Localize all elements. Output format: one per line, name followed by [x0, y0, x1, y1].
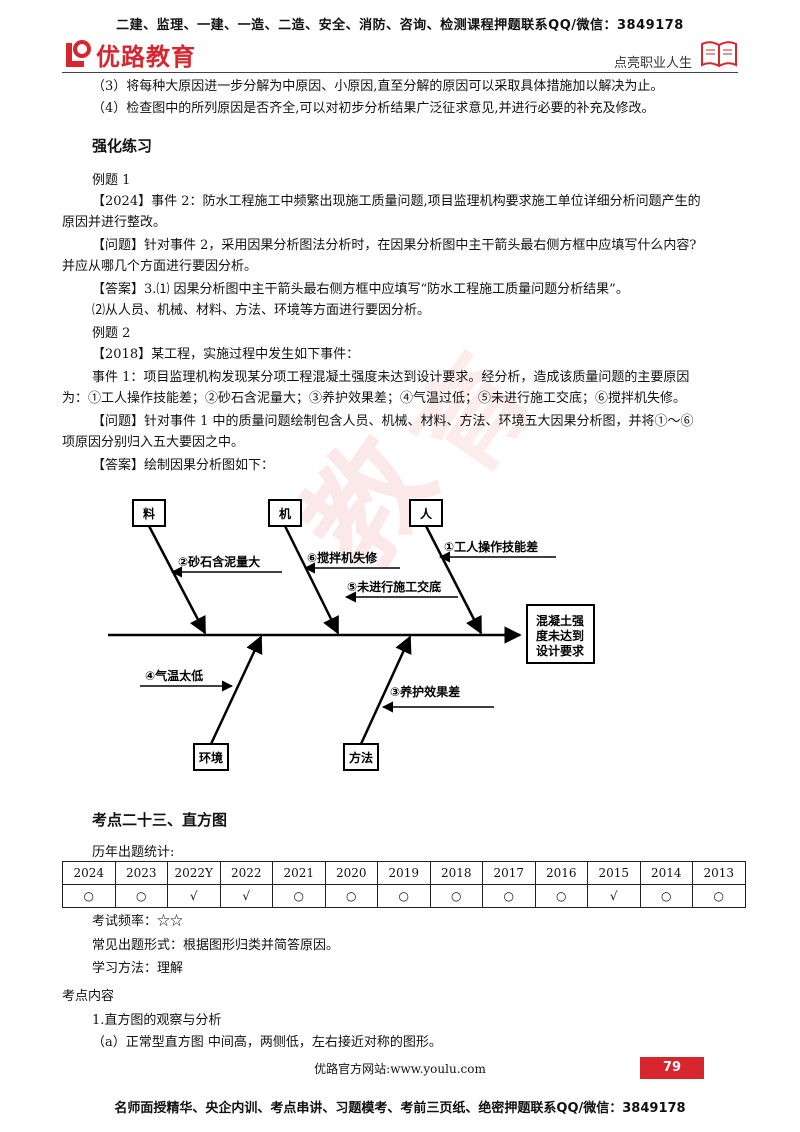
example2-answer-line: 【答案】绘制因果分析图如下： — [92, 458, 275, 473]
history-mark-cell: √ — [587, 884, 641, 908]
cause-6: ⑥搅拌机失修 — [307, 550, 378, 565]
history-year-cell: 2022Y — [167, 861, 221, 885]
book-icon — [700, 40, 738, 68]
history-mark-cell: ○ — [114, 884, 168, 908]
logo-icon — [62, 39, 92, 69]
history-year-cell: 2018 — [429, 861, 483, 885]
header-divider — [62, 72, 738, 73]
logo-text: 优路教育 — [96, 42, 196, 71]
effect-line-3: 设计要求 — [536, 643, 585, 658]
history-year-cell: 2022 — [219, 861, 273, 885]
history-mark-cell: ○ — [377, 884, 431, 908]
cause-1: ①工人操作技能差 — [444, 539, 538, 554]
label-environment: 环境 — [199, 750, 223, 765]
history-year-cell: 2016 — [534, 861, 588, 885]
example1-question-line2: 并应从哪几个方面进行要因分析。 — [62, 259, 258, 274]
history-mark-cell: √ — [219, 884, 273, 908]
bone-machine — [283, 525, 340, 635]
example1-label: 例题 1 — [92, 173, 131, 188]
example1-event-line1: 【2024】事件 2：防水工程施工中频繁出现施工质量问题,项目监理机构要求施工单… — [92, 194, 701, 209]
slogan: 点亮职业人生 — [613, 56, 692, 71]
history-mark-cell: ○ — [429, 884, 483, 908]
intro-line-3: （3）将每种大原因进一步分解为中原因、小原因,直至分解的原因可以采取具体措施加以… — [92, 79, 664, 94]
cause-5: ⑤未进行施工交底 — [347, 579, 441, 594]
example2-label: 例题 2 — [92, 326, 131, 341]
history-year-cell: 2019 — [377, 861, 431, 885]
footer-website: 优路官方网站:www.youlu.com — [314, 1062, 486, 1076]
example1-event-line2: 原因并进行整改。 — [62, 215, 167, 230]
history-mark-cell: ○ — [534, 884, 588, 908]
label-material: 料 — [143, 506, 155, 521]
effect-box — [526, 604, 595, 664]
bone-material — [147, 525, 207, 635]
history-mark-cell: ○ — [272, 884, 326, 908]
history-year-cell: 2017 — [482, 861, 536, 885]
label-person: 人 — [420, 506, 433, 521]
bone-environment — [209, 635, 263, 745]
history-mark-cell: ○ — [62, 884, 116, 908]
history-mark-cell: ○ — [482, 884, 536, 908]
box-machine — [268, 499, 302, 527]
example1-answer-line1: 【答案】3.⑴ 因果分析图中主干箭头最右侧方框中应填写“防水工程施工质量问题分析… — [92, 282, 629, 297]
example2-question-line2: 项原因分别归入五大要因之中。 — [62, 435, 245, 450]
section-title-histogram: 考点二十三、直方图 — [92, 811, 228, 829]
history-year-cell: 2013 — [692, 861, 746, 885]
history-mark-cell: ○ — [639, 884, 693, 908]
label-machine: 机 — [279, 506, 291, 521]
history-year-cell: 2015 — [587, 861, 641, 885]
example2-event-line1: 事件 1：项目监理机构发现某分项工程混凝土强度未达到设计要求。经分析，造成该质量… — [92, 370, 690, 385]
section-title-practice: 强化练习 — [92, 137, 153, 155]
example2-event-head: 【2018】某工程，实施过程中发生如下事件： — [92, 347, 360, 362]
example2-event-line2: 为：①工人操作技能差；②砂石含泥量大；③养护效果差；④气温过低；⑤未进行施工交底… — [62, 391, 687, 406]
page-number: 79 — [640, 1057, 704, 1079]
box-environment — [193, 743, 229, 771]
bottom-banner: 名师面授精华、央企内训、考点串讲、习题模考、考前三页纸、绝密押题联系QQ/微信：… — [114, 1101, 686, 1116]
effect-line-2: 度未达到 — [536, 628, 584, 643]
cause-2: ②砂石含泥量大 — [178, 554, 260, 569]
history-mark-cell: ○ — [692, 884, 746, 908]
logo: 优路教育 — [62, 38, 196, 71]
cause-effect-diagram: 混凝土强 度未达到 设计要求 料 机 人 ②砂石含泥量大 ⑥搅拌机失修 ⑤未进行… — [108, 499, 595, 771]
content-label: 考点内容 — [62, 989, 115, 1004]
example2-question-line1: 【问题】针对事件 1 中的质量问题绘制包含人员、机械、材料、方法、环境五大因果分… — [92, 414, 694, 429]
top-banner: 二建、监理、一建、一造、二造、安全、消防、咨询、检测课程押题联系QQ/微信：38… — [116, 18, 684, 33]
cause-4: ④气温太低 — [145, 668, 203, 683]
history-year-cell: 2021 — [272, 861, 326, 885]
history-year-cell: 2020 — [324, 861, 378, 885]
question-form: 常见出题形式：根据图形归类并简答原因。 — [92, 938, 340, 953]
effect-line-1: 混凝土强 — [536, 613, 584, 628]
cause-3: ③养护效果差 — [390, 684, 460, 699]
history-label: 历年出题统计: — [92, 845, 175, 860]
example1-question-line1: 【问题】针对事件 2，采用因果分析图法分析时，在因果分析图中主干箭头最右侧方框中… — [92, 238, 697, 253]
intro-line-4: （4）检查图中的所列原因是否齐全,可以对初步分析结果广泛征求意见,并进行必要的补… — [92, 101, 655, 116]
history-year-cell: 2023 — [114, 861, 168, 885]
exam-frequency: 考试频率：☆☆ — [92, 914, 184, 929]
study-method: 学习方法：理解 — [92, 961, 184, 976]
history-year-cell: 2014 — [639, 861, 693, 885]
label-method: 方法 — [349, 750, 373, 765]
box-material — [132, 499, 166, 527]
content-item-1: 1.直方图的观察与分析 — [92, 1013, 222, 1028]
history-mark-cell: ○ — [324, 884, 378, 908]
content-item-1a: （a）正常型直方图 中间高，两侧低，左右接近对称的图形。 — [92, 1035, 442, 1050]
history-mark-cell: √ — [167, 884, 221, 908]
history-year-cell: 2024 — [62, 861, 116, 885]
history-marks-row: ○○√√○○○○○○√○○ — [62, 884, 746, 908]
bone-method — [359, 635, 412, 745]
bone-person — [424, 525, 483, 635]
example1-answer-line2: ⑵从人员、机械、材料、方法、环境等方面进行要因分析。 — [92, 303, 431, 318]
